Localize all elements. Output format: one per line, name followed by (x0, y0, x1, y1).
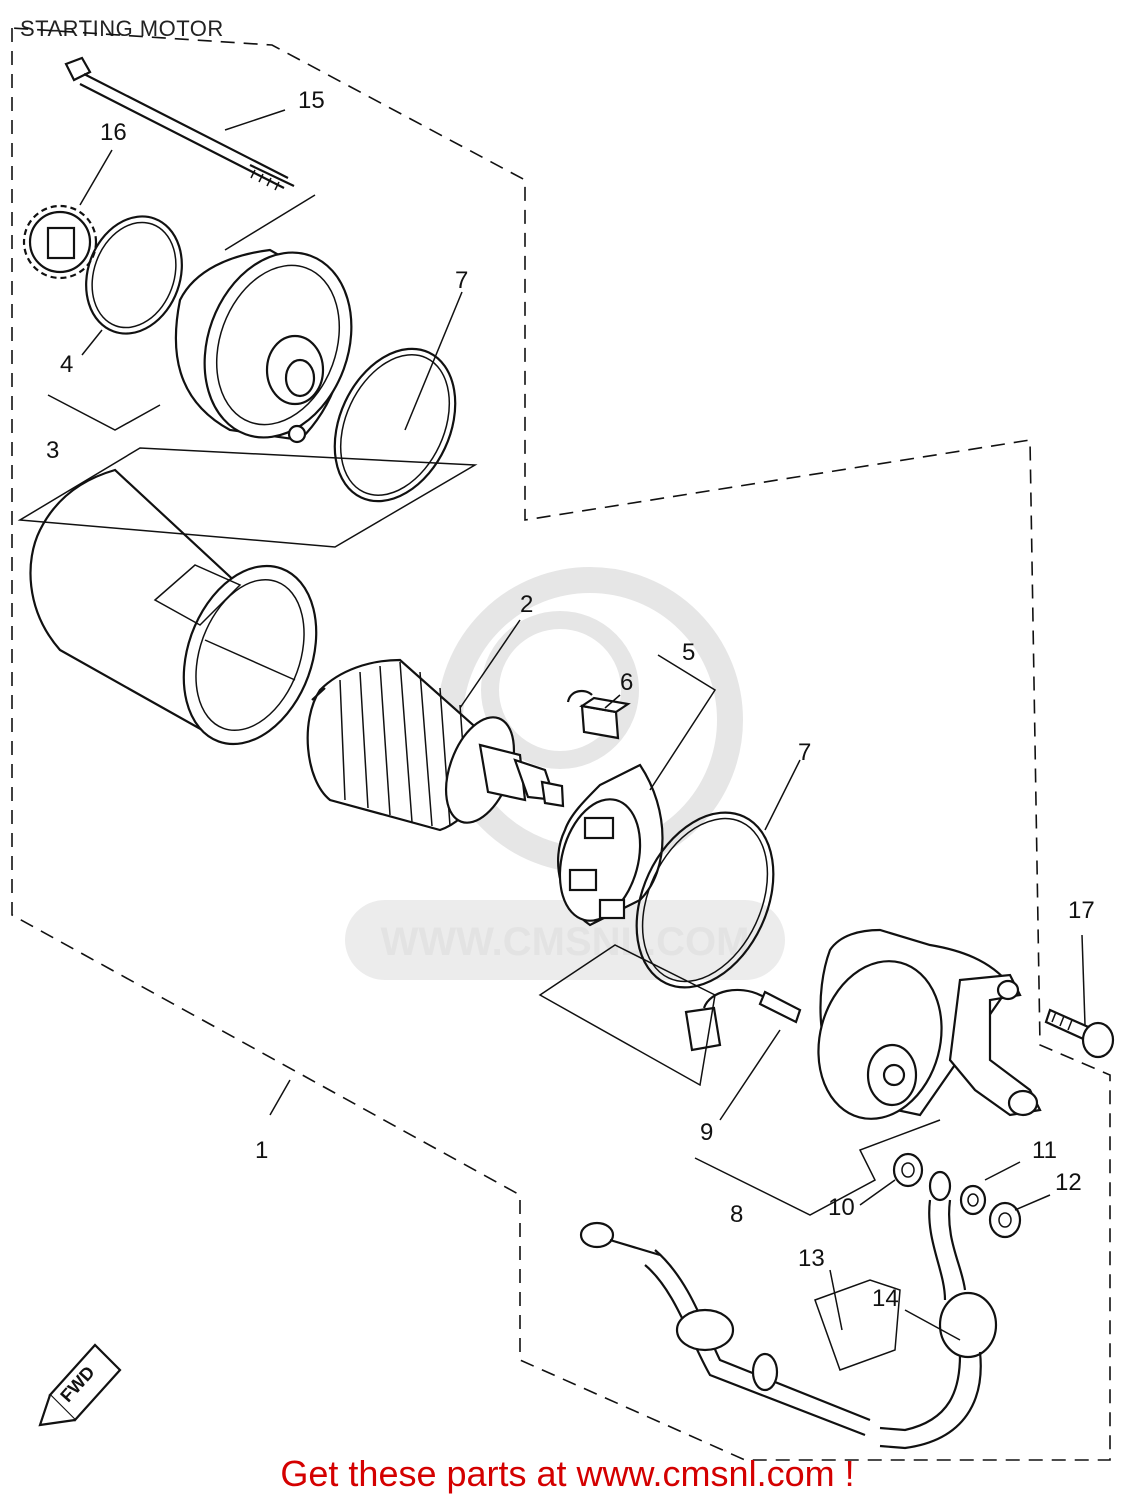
part-11-washer (959, 1184, 987, 1216)
callout-14: 14 (872, 1285, 899, 1312)
callout-10: 10 (828, 1194, 855, 1221)
callout-4: 4 (60, 351, 73, 378)
callout-3: 3 (46, 437, 59, 464)
part-12-nut (988, 1201, 1022, 1239)
part-15-through-bolt (64, 56, 295, 191)
callout-13: 13 (798, 1245, 825, 1272)
watermark-text: WWW.CMSNL.COM (381, 920, 750, 964)
part-7-o-ring-upper (333, 347, 457, 503)
callout-1: 1 (255, 1137, 268, 1164)
part-10-nut (892, 1152, 924, 1188)
callout-7-upper: 7 (455, 267, 468, 294)
part-14-cable (879, 1170, 998, 1450)
callout-2: 2 (520, 591, 533, 618)
part-3-front-cover (174, 248, 353, 444)
callout-15: 15 (298, 87, 325, 114)
part-5-brush-holder (557, 763, 664, 927)
leader-lines (17, 109, 1086, 1371)
callout-16: 16 (100, 119, 127, 146)
part-2-armature (306, 658, 565, 832)
part-8-rear-cover (817, 928, 1042, 1120)
part-4-o-ring (85, 215, 183, 335)
callout-11: 11 (1032, 1137, 1057, 1164)
callout-17: 17 (1068, 897, 1095, 924)
callouts: 15 16 4 3 7 2 5 6 7 17 1 9 11 12 10 8 13… (46, 87, 1095, 1312)
footer-link[interactable]: Get these parts at www.cmsnl.com ! (280, 1453, 855, 1494)
part-16-pinion-gear (22, 204, 98, 280)
part-7-o-ring-lower (635, 811, 775, 989)
part-6-brush (566, 689, 631, 740)
callout-8: 8 (730, 1201, 743, 1228)
part-9-brush-lead (684, 988, 802, 1052)
fwd-arrow: FWD (38, 1343, 122, 1427)
part-17-bolt (1044, 1008, 1115, 1059)
part-1-yoke-housing (29, 468, 318, 746)
callout-9: 9 (700, 1119, 713, 1146)
part-13-cable (579, 1221, 871, 1437)
callout-6: 6 (620, 669, 633, 696)
assembly-outline (11, 27, 1111, 1461)
callout-7-lower: 7 (798, 739, 811, 766)
page-title: STARTING MOTOR (20, 16, 224, 41)
callout-12: 12 (1055, 1169, 1082, 1196)
callout-5: 5 (682, 639, 695, 666)
